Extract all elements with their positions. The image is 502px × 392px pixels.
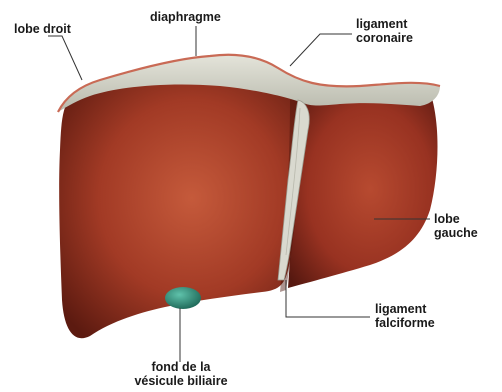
- gallbladder: [165, 287, 201, 309]
- label-diaphragme: diaphragme: [150, 10, 221, 24]
- label-ligament-coronaire: ligament coronaire: [356, 17, 413, 45]
- label-fond-vesicule: fond de la vésicule biliaire: [120, 360, 242, 388]
- left-lobe: [288, 90, 438, 288]
- label-lobe-droit: lobe droit: [14, 22, 71, 36]
- label-lobe-gauche: lobe gauche: [434, 212, 478, 240]
- label-ligament-falciforme: ligament falciforme: [375, 302, 435, 330]
